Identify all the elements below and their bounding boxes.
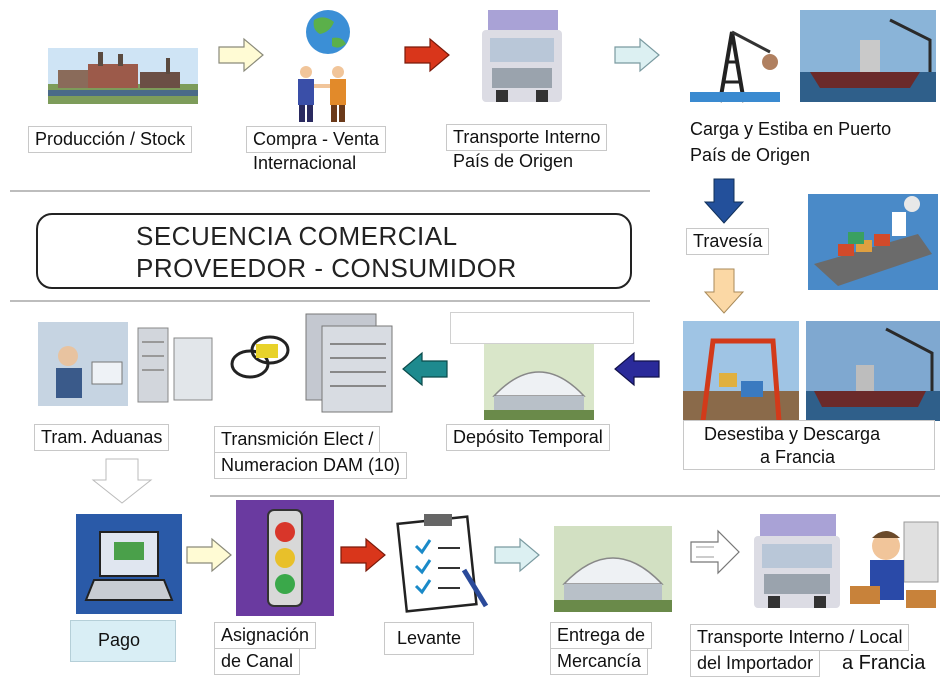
label-produccion: Producción / Stock [28, 126, 193, 153]
arrow-down-peach [703, 268, 745, 314]
handshake-globe-icon [298, 10, 350, 122]
divider-line [10, 190, 650, 192]
label-carga-1: Carga y Estiba en Puerto [690, 119, 892, 139]
label-carga-2: País de Origen [690, 145, 811, 165]
arrow-down-white [91, 458, 153, 504]
divider-line [10, 300, 650, 302]
label-desestiba-1: Desestiba y Descarga [704, 424, 881, 444]
arrow-right-lightblue [614, 37, 660, 73]
sequence-title-line2: PROVEEDOR - CONSUMIDOR [136, 253, 517, 283]
sequence-title-line1: SECUENCIA COMERCIAL [136, 221, 458, 251]
crane-icon [690, 12, 780, 103]
arrow-right-cream [218, 37, 264, 73]
label-transporte-2: País de Origen [453, 151, 574, 171]
truck-icon [754, 514, 840, 608]
factory-icon [48, 48, 198, 104]
arrow-down-darkblue [703, 178, 745, 224]
sequence-title-box: SECUENCIA COMERCIAL PROVEEDOR - CONSUMID… [36, 213, 632, 289]
payment-computer-icon [76, 514, 182, 614]
clipboard-checklist-icon [396, 514, 489, 613]
label-aduanas: Tram. Aduanas [34, 424, 170, 451]
arrow-right-white [690, 529, 740, 575]
arrow-right-red [340, 537, 386, 573]
warehouse-icon [554, 526, 672, 612]
label-entrega-2: Mercancía [550, 648, 649, 675]
blank-box [450, 312, 634, 344]
label-deposito: Depósito Temporal [446, 424, 610, 451]
cargo-ship-icon [800, 10, 936, 102]
label-asignacion-2: de Canal [214, 648, 301, 675]
arrow-left-teal [402, 351, 448, 387]
label-levante: Levante [384, 622, 475, 655]
traffic-light-icon [236, 500, 334, 616]
warehouse-icon [484, 344, 594, 420]
label-compraventa-2: Internacional [253, 153, 357, 173]
importer-person-icon [850, 521, 939, 608]
label-compraventa-1: Compra - Venta [246, 126, 387, 153]
label-transmision-1: Transmición Elect / [214, 426, 381, 453]
label-transmision-2: Numeracion DAM (10) [214, 452, 408, 479]
divider-line [210, 495, 940, 497]
container-ship-icon [808, 194, 938, 290]
port-crane-icon [683, 321, 799, 422]
arrow-right-red [404, 37, 450, 73]
label-transporte-1: Transporte Interno [446, 124, 608, 151]
label-final-1: Transporte Interno / Local [690, 624, 910, 651]
label-desestiba-box [683, 420, 935, 470]
label-entrega-1: Entrega de [550, 622, 653, 649]
arrow-right-lightblue [494, 537, 540, 573]
label-desestiba-2: a Francia [760, 447, 836, 467]
arrow-left-navy [614, 351, 660, 387]
label-travesia: Travesía [686, 228, 770, 255]
label-pago-box [70, 620, 176, 662]
label-final-3: a Francia [842, 652, 926, 674]
label-pago: Pago [98, 630, 141, 650]
label-asignacion-1: Asignación [214, 622, 317, 649]
electronic-transmission-icon [230, 313, 393, 413]
customs-office-icon [38, 322, 213, 406]
label-final-2: del Importador [690, 650, 821, 677]
truck-icon [482, 10, 562, 102]
docked-ship-icon [806, 321, 940, 421]
arrow-right-cream [186, 537, 232, 573]
